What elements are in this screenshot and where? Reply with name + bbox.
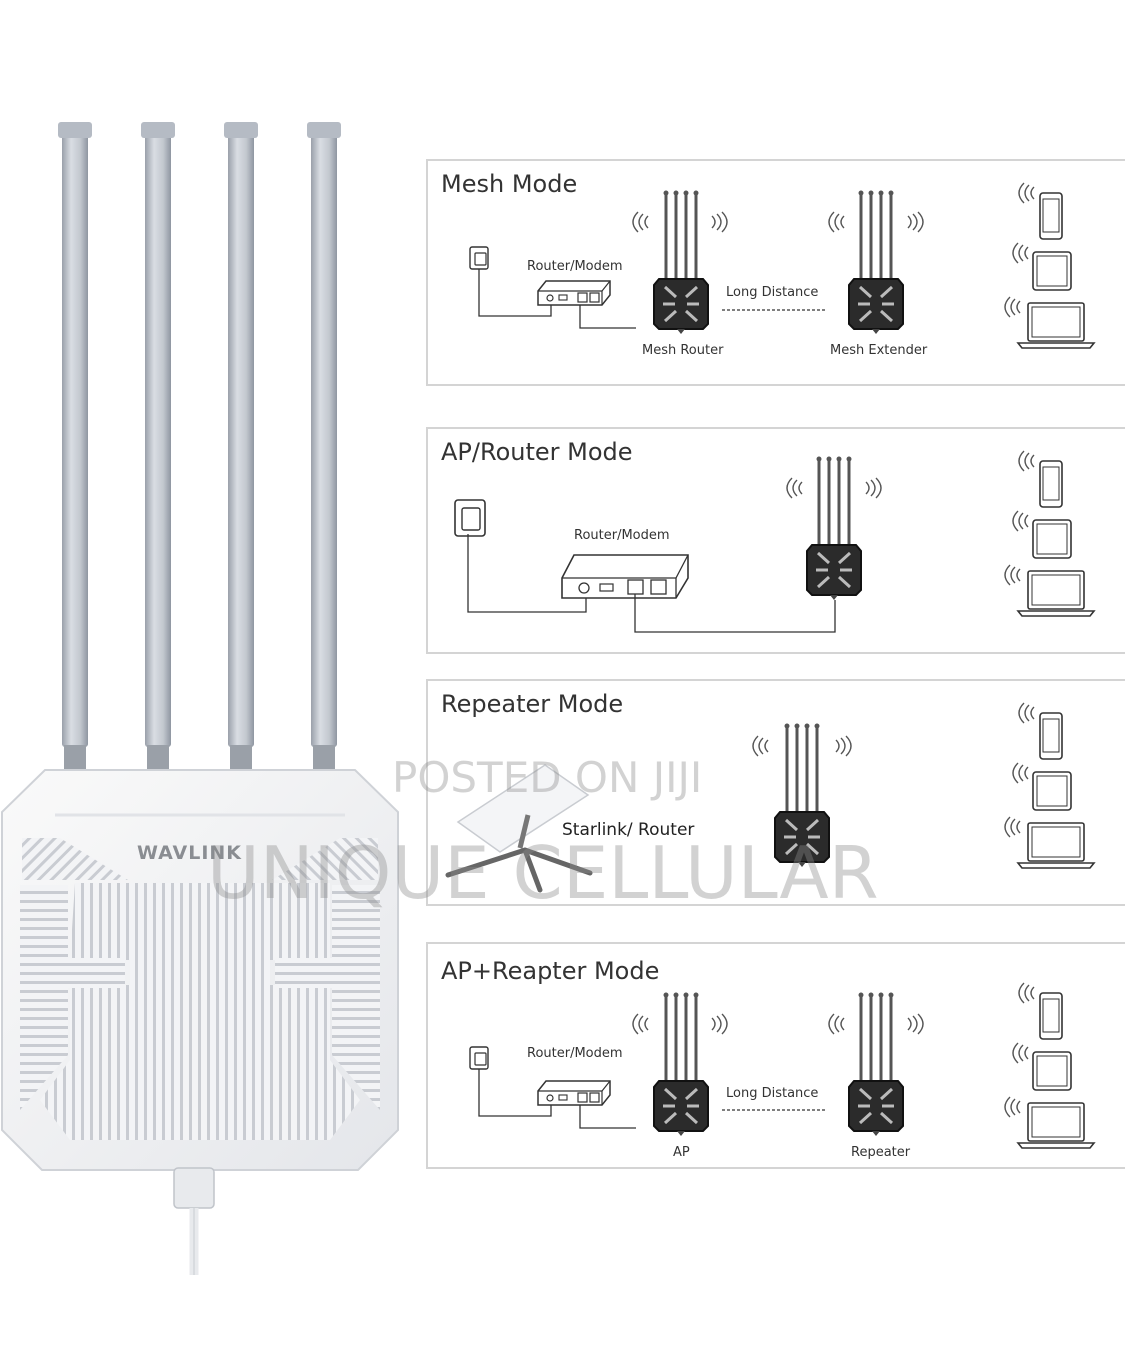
client-devices-icon: [1005, 183, 1094, 348]
mode-panel-ap-repeater: AP+Reapter Mode Router/Modem AP Long Dis…: [426, 942, 1125, 1169]
modem-icon: [561, 554, 689, 599]
watermark-line-1: POSTED ON JIJI: [392, 753, 702, 802]
wifi-waves-icon: [752, 735, 769, 757]
wifi-waves-icon: [828, 211, 845, 233]
mesh-router-label: Mesh Router: [642, 343, 724, 358]
wifi-waves-icon: [835, 735, 852, 757]
modem-label: Router/Modem: [527, 1046, 623, 1061]
antenna-1: [58, 122, 92, 769]
modem-icon: [537, 280, 611, 306]
long-distance-label: Long Distance: [726, 1086, 818, 1101]
ap-label: AP: [673, 1145, 690, 1160]
router-device-icon: [805, 455, 863, 602]
mode-panel-mesh: Mesh Mode Router/Modem Mesh Router Long …: [426, 159, 1125, 386]
starlink-router-label: Starlink/ Router: [562, 820, 694, 840]
wifi-waves-icon: [907, 211, 924, 233]
modem-icon: [537, 1080, 611, 1106]
router-device-illustration: WAVLINK: [1, 122, 399, 1275]
antenna-4: [307, 122, 341, 769]
mode-panel-repeater: Repeater Mode Starlink/ Router: [426, 679, 1125, 906]
mesh-router-device-icon: [652, 189, 710, 336]
wifi-waves-icon: [828, 1013, 845, 1035]
starlink-dish-icon: [445, 764, 593, 893]
cable-gland: [173, 1167, 215, 1209]
modem-label: Router/Modem: [527, 259, 623, 274]
mode-title: AP/Router Mode: [441, 438, 633, 466]
mode-panel-ap-router: AP/Router Mode Router/Modem: [426, 427, 1125, 654]
wifi-waves-icon: [632, 1013, 649, 1035]
wifi-waves-icon: [865, 477, 882, 499]
modem-label: Router/Modem: [574, 528, 670, 543]
wall-socket-icon: [454, 499, 486, 537]
device-brand-logo: WAVLINK: [137, 842, 242, 864]
wifi-waves-icon: [786, 477, 803, 499]
client-devices-icon: [1005, 451, 1094, 616]
wifi-waves-icon: [711, 1013, 728, 1035]
mesh-extender-device-icon: [847, 189, 905, 336]
wifi-waves-icon: [711, 211, 728, 233]
wifi-waves-icon: [632, 211, 649, 233]
long-distance-label: Long Distance: [726, 285, 818, 300]
antenna-3: [224, 122, 258, 769]
ap-device-icon: [652, 991, 710, 1138]
repeater-device-icon: [847, 991, 905, 1138]
wall-socket-icon: [469, 246, 489, 270]
repeater-label: Repeater: [851, 1145, 911, 1160]
antenna-2: [141, 122, 175, 769]
wall-socket-icon: [469, 1046, 489, 1070]
watermark-line-2: UNIQUE CELLULAR: [207, 831, 879, 915]
mesh-extender-label: Mesh Extender: [830, 343, 928, 358]
client-devices-icon: [1005, 983, 1094, 1148]
wifi-waves-icon: [907, 1013, 924, 1035]
mode-title: Mesh Mode: [441, 170, 577, 198]
mode-title: AP+Reapter Mode: [441, 957, 659, 985]
mode-title: Repeater Mode: [441, 690, 623, 718]
client-devices-icon: [1005, 703, 1094, 868]
